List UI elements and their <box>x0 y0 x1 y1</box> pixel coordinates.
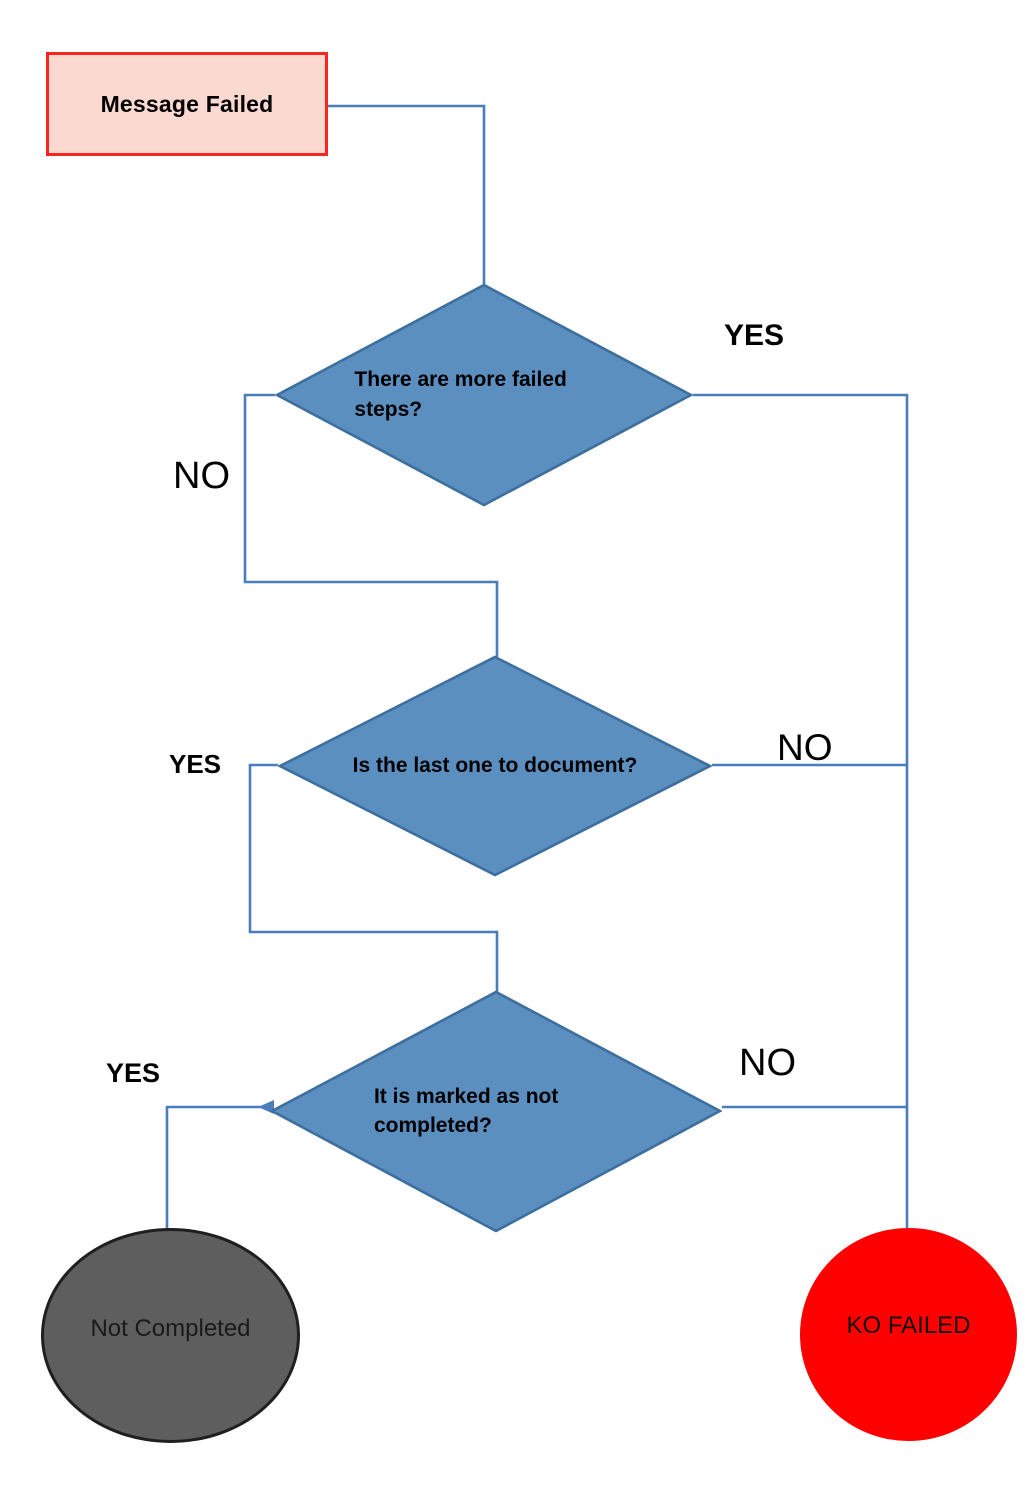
diamond-shape <box>270 990 722 1233</box>
wire-start-to-d1 <box>328 104 486 284</box>
edge-label-d1-yes: YES <box>724 319 785 352</box>
edge-label-d3-yes: YES <box>106 1058 161 1088</box>
node-label: It is marked as not completed? <box>373 1084 559 1138</box>
node-not-completed[interactable]: Not Completed <box>41 1228 300 1443</box>
diamond-shape <box>275 283 693 507</box>
node-there-are-more-failed-steps[interactable]: There are more failed steps? <box>275 283 693 507</box>
wire-d3-yes-to-not-completed <box>165 1105 270 1228</box>
edge-label-d2-no: NO <box>777 727 833 768</box>
node-message-failed-label: Message Failed <box>100 90 274 117</box>
node-ko-failed[interactable]: KO FAILED <box>800 1228 1017 1441</box>
diamond-shape <box>278 655 712 877</box>
node-label: There are more failed steps? <box>354 368 567 421</box>
node-message-failed[interactable]: Message Failed <box>46 52 328 156</box>
node-ko-failed-label: KO FAILED <box>846 1311 971 1339</box>
wire-d1-yes-to-trunk <box>693 393 909 1228</box>
node-is-the-last-one-to-document[interactable]: Is the last one to document? <box>278 655 712 877</box>
edge-label-d3-no: NO <box>739 1042 796 1084</box>
node-not-completed-label: Not Completed <box>90 1314 251 1342</box>
edge-label-d1-no: NO <box>173 455 230 497</box>
node-label: Is the last one to document? <box>352 754 638 778</box>
edge-label-d2-yes: YES <box>169 749 222 779</box>
node-it-is-marked-as-not-completed[interactable]: It is marked as not completed? <box>270 990 722 1233</box>
